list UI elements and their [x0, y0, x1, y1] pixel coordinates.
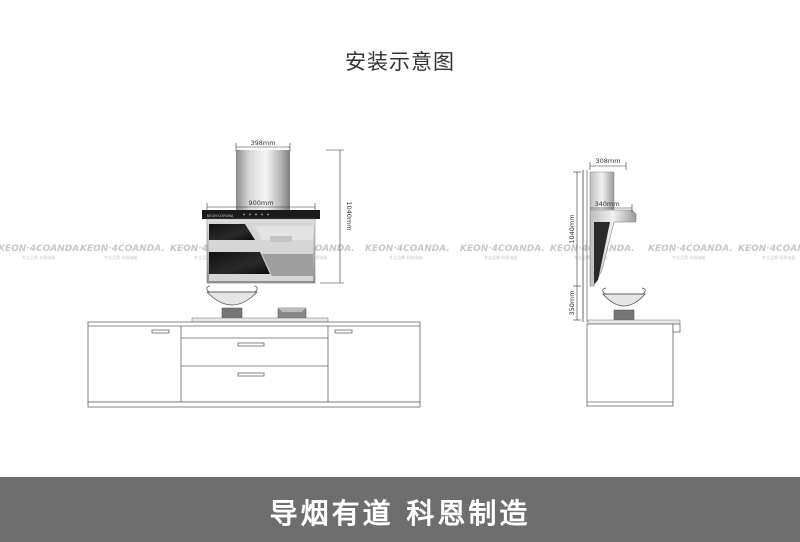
dim-top-width: 398mm [250, 139, 275, 147]
watermark-subtext: 专业品牌 科恩电器 [389, 254, 422, 260]
watermark-9: KEON·4COANDA. 专业品牌 科恩电器 [738, 244, 800, 260]
dim-body-width: 900mm [248, 199, 273, 207]
footer-banner: 导烟有道 科恩制造 [0, 477, 800, 542]
watermark-2: KEON·4COANDA. 专业品牌 科恩电器 [80, 244, 165, 260]
watermark-6: KEON·4COANDA. 专业品牌 科恩电器 [460, 244, 545, 260]
side-chimney [589, 171, 615, 211]
watermark-strip: KEON·4COANDA. 专业品牌 科恩电器 KEON·4COANDA. 专业… [0, 244, 800, 260]
hood-upper-detail [270, 236, 292, 242]
watermark-5: KEON·4COANDA. 专业品牌 科恩电器 [365, 244, 450, 260]
watermark-1: KEON·4COANDA. 专业品牌 科恩电器 [0, 244, 83, 260]
dim-side-height: 1040mm [568, 214, 576, 243]
watermark-subtext: 专业品牌 科恩电器 [484, 254, 517, 260]
watermark-text: KEON·4COANDA. [738, 244, 800, 254]
control-button [255, 213, 257, 216]
hood-chimney [236, 150, 290, 210]
control-button [261, 213, 263, 216]
front-view: KEON·CORONA 398mm 900mm 1040mm [87, 139, 421, 408]
watermark-subtext: 专业品牌 科恩电器 [672, 254, 705, 260]
watermark-subtext: 专业品牌 科恩电器 [22, 254, 55, 260]
control-button [249, 213, 251, 216]
watermark-text: KEON·4COANDA. [365, 244, 450, 254]
installation-diagram: KEON·4COANDA. 专业品牌 科恩电器 KEON·4COANDA. 专业… [0, 139, 800, 408]
footer-slogan: 导烟有道 科恩制造 [269, 497, 531, 530]
cabinet [87, 321, 421, 408]
side-hood-glass [594, 222, 610, 284]
hood-control-bar [202, 210, 320, 219]
diagram-title: 安装示意图 [345, 50, 455, 74]
dim-side-body-depth: 340mm [594, 200, 619, 208]
watermark-subtext: 专业品牌 科恩电器 [762, 254, 795, 260]
side-view: 308mm 340mm 1040mm 350mm [568, 157, 681, 407]
watermark-subtext: 专业品牌 科恩电器 [104, 254, 137, 260]
control-button [267, 213, 269, 216]
watermark-text: KEON·4COANDA. [80, 244, 165, 254]
side-hob [587, 319, 681, 325]
watermark-text: KEON·4COANDA. [648, 244, 733, 254]
side-wok [602, 287, 646, 321]
hood-upper-steel [255, 226, 313, 240]
side-cabinet [586, 323, 681, 407]
dim-height: 1040mm [345, 201, 353, 230]
hood-lower-steel [262, 254, 313, 276]
hood-upper-glass [209, 224, 255, 240]
hood-lower-glass [209, 252, 270, 274]
pot [277, 307, 307, 319]
wok [206, 285, 258, 319]
brand-mark: KEON·CORONA [207, 214, 234, 218]
watermark-text: KEON·4COANDA. [460, 244, 545, 254]
watermark-text: KEON·4COANDA. [0, 244, 83, 254]
hob [191, 317, 329, 323]
dim-side-top-depth: 308mm [595, 157, 620, 165]
watermark-8: KEON·4COANDA. 专业品牌 科恩电器 [648, 244, 733, 260]
dim-hob-distance: 350mm [568, 290, 576, 315]
control-button [243, 213, 245, 216]
